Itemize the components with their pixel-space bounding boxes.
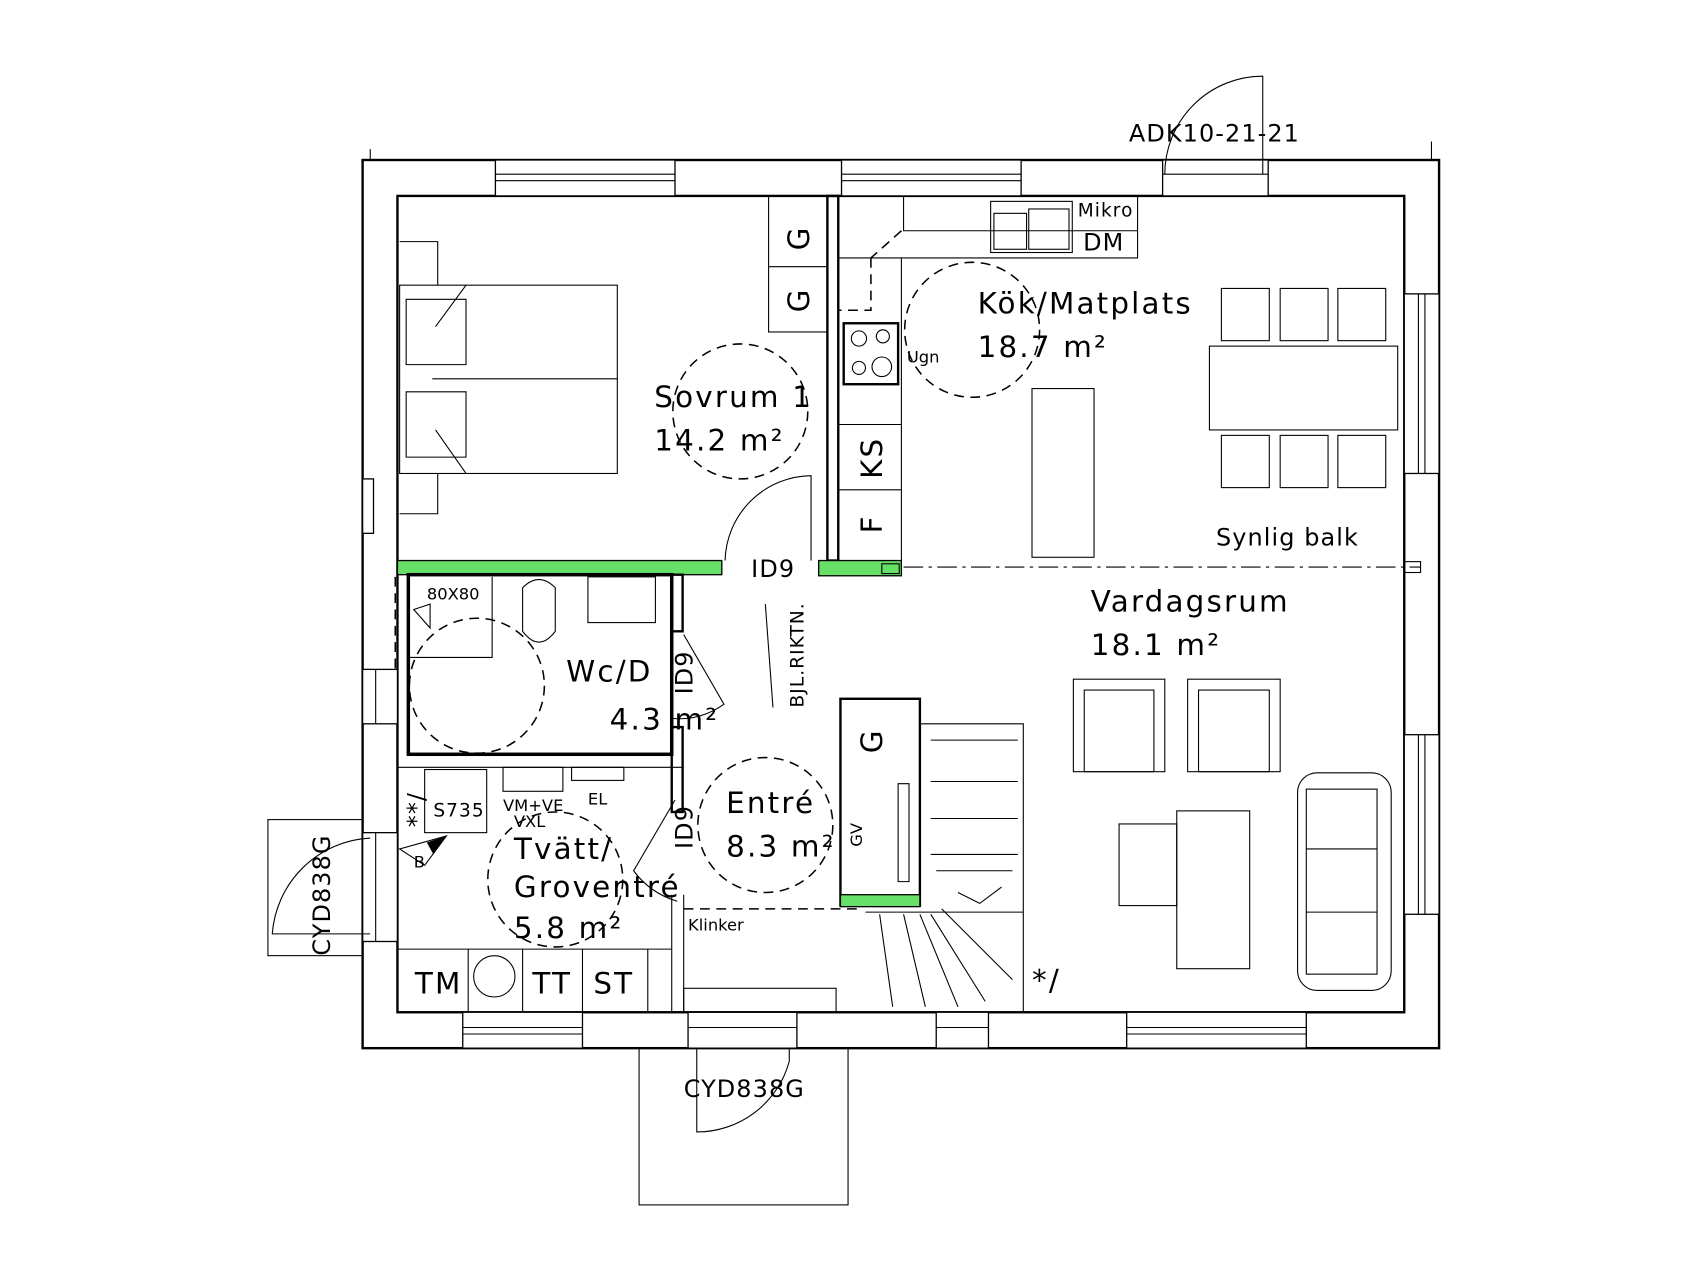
wardrobe <box>768 195 828 333</box>
toilet <box>522 579 556 643</box>
door-label-top: ADK10-21-21 <box>1129 119 1300 147</box>
label-visible-beam: Synlig balk <box>1216 523 1359 551</box>
label-tm: TM <box>414 967 463 1001</box>
label-vxl: VXL <box>514 812 545 831</box>
label-st: ST <box>593 967 634 1001</box>
door-label-bottom: CYD838G <box>684 1075 805 1103</box>
label-el: EL <box>588 789 607 808</box>
room-name-laundry-2: Groventré <box>514 870 681 904</box>
room-area-kitchen: 18.7 m² <box>978 330 1108 364</box>
room-name-wc: Wc/D <box>566 654 652 688</box>
room-name-living: Vardagsrum <box>1091 585 1290 619</box>
room-name-entry: Entré <box>726 786 815 820</box>
room-area-entry: 8.3 m² <box>726 830 836 864</box>
label-b: B <box>414 852 425 871</box>
label-s735: S735 <box>433 800 484 821</box>
room-area-wc: 4.3 m² <box>610 702 720 736</box>
label-fridge-freezer: KS <box>855 437 889 479</box>
label-freezer: F <box>855 514 889 533</box>
armchair <box>1072 678 1166 773</box>
label-shower: 80X80 <box>427 585 480 604</box>
dining-table <box>1208 345 1399 431</box>
label-mikro: Mikro <box>1078 201 1134 222</box>
label-stair-star: */ <box>1032 963 1061 997</box>
room-name-bedroom: Sovrum 1 <box>654 380 813 414</box>
label-stars: **/ <box>403 792 431 827</box>
stove <box>842 322 900 386</box>
label-oven: Ugn <box>907 347 940 366</box>
room-area-laundry: 5.8 m² <box>514 911 624 945</box>
coffee-table <box>1176 810 1251 970</box>
label-wardrobe: G <box>782 225 816 250</box>
door-label-id9: ID9 <box>751 555 795 583</box>
label-tt: TT <box>531 967 572 1001</box>
room-area-living: 18.1 m² <box>1091 628 1221 662</box>
label-wardrobe: G <box>855 728 889 753</box>
kitchen-island <box>1031 388 1095 558</box>
room-name-laundry: Tvätt/ <box>513 832 613 866</box>
washbasin <box>587 576 656 624</box>
sink <box>990 200 1073 254</box>
windows <box>361 159 1440 1049</box>
door-label-id9: ID9 <box>670 650 698 694</box>
furniture <box>397 195 1399 1013</box>
door-label-id9: ID9 <box>670 805 698 849</box>
sofa <box>1297 772 1392 992</box>
label-vmve: VM+VE <box>503 796 563 815</box>
label-klinker: Klinker <box>688 916 744 935</box>
doors <box>267 75 1264 1206</box>
boiler <box>424 768 488 834</box>
armchair <box>1187 678 1281 773</box>
label-beam-direction: BJL.RIKTN. <box>787 602 808 707</box>
interior-walls <box>394 194 1422 1013</box>
room-area-bedroom: 14.2 m² <box>654 424 784 458</box>
room-name-kitchen: Kök/Matplats <box>978 286 1193 320</box>
turning-circles <box>408 261 1041 948</box>
label-wardrobe: G <box>782 287 816 312</box>
label-dm: DM <box>1083 228 1124 256</box>
label-gv: GV <box>847 822 866 847</box>
door-label-left: CYD838G <box>308 834 336 955</box>
